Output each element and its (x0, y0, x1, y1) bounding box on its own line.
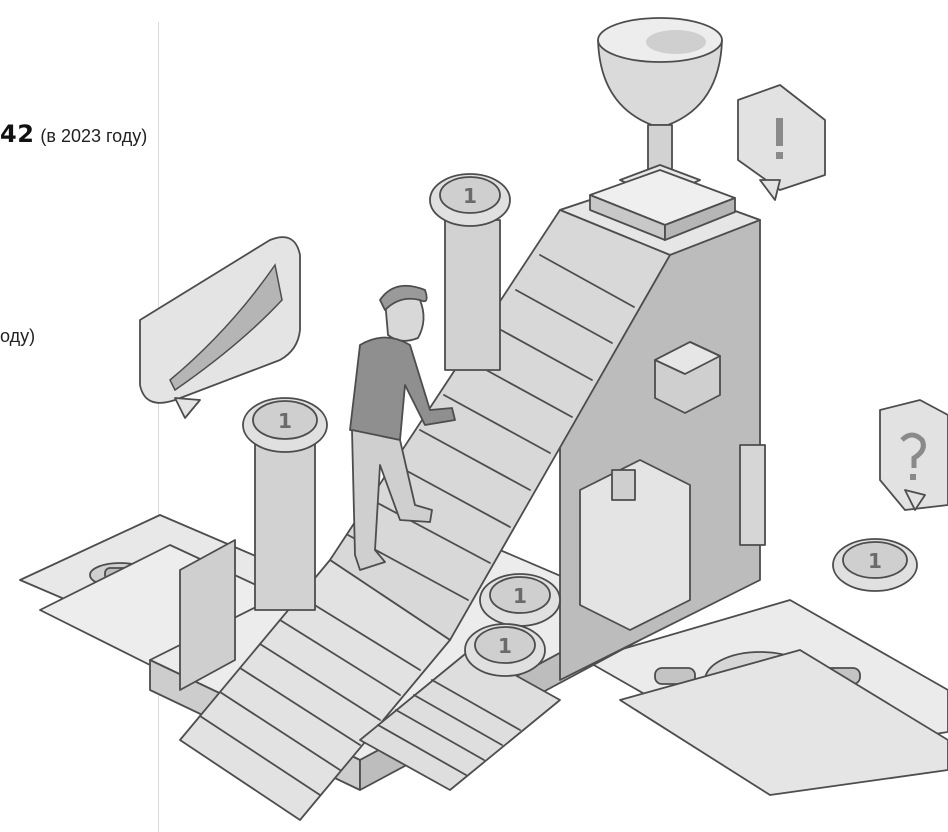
vertical-divider (158, 22, 159, 832)
cube-icon (654, 341, 721, 414)
svg-text:1: 1 (463, 184, 477, 208)
coin-icon: 1 (464, 623, 546, 677)
column-right (579, 444, 766, 631)
trophy-icon (589, 17, 736, 241)
stat-note-partial: оду) (0, 326, 36, 346)
question-bubble-icon (879, 399, 948, 511)
pillar-mid (444, 219, 501, 371)
coin-icon: 1 (429, 173, 511, 227)
svg-text:1: 1 (868, 549, 882, 573)
exclamation-bubble-icon (737, 84, 826, 201)
banknote-icon (619, 649, 948, 796)
staircase-icon (179, 559, 451, 821)
svg-text:1: 1 (498, 634, 512, 658)
person-climbing-icon (349, 284, 456, 571)
pillar-left (254, 439, 316, 611)
stat-note: (в 2023 году) (40, 126, 148, 146)
staircase-icon (359, 649, 561, 791)
svg-text:1: 1 (278, 409, 292, 433)
svg-text:1: 1 (513, 584, 527, 608)
stat-value: 42 (0, 120, 35, 148)
stat-row-2: оду) (0, 326, 35, 347)
coin-icon: 1 (832, 538, 918, 592)
chart-bubble-icon (139, 236, 301, 419)
block-left (179, 539, 236, 691)
stat-row-1: 42 (в 2023 году) (0, 120, 147, 150)
coin-icon: 1 (242, 397, 328, 453)
coin-icon: 1 (479, 573, 561, 627)
